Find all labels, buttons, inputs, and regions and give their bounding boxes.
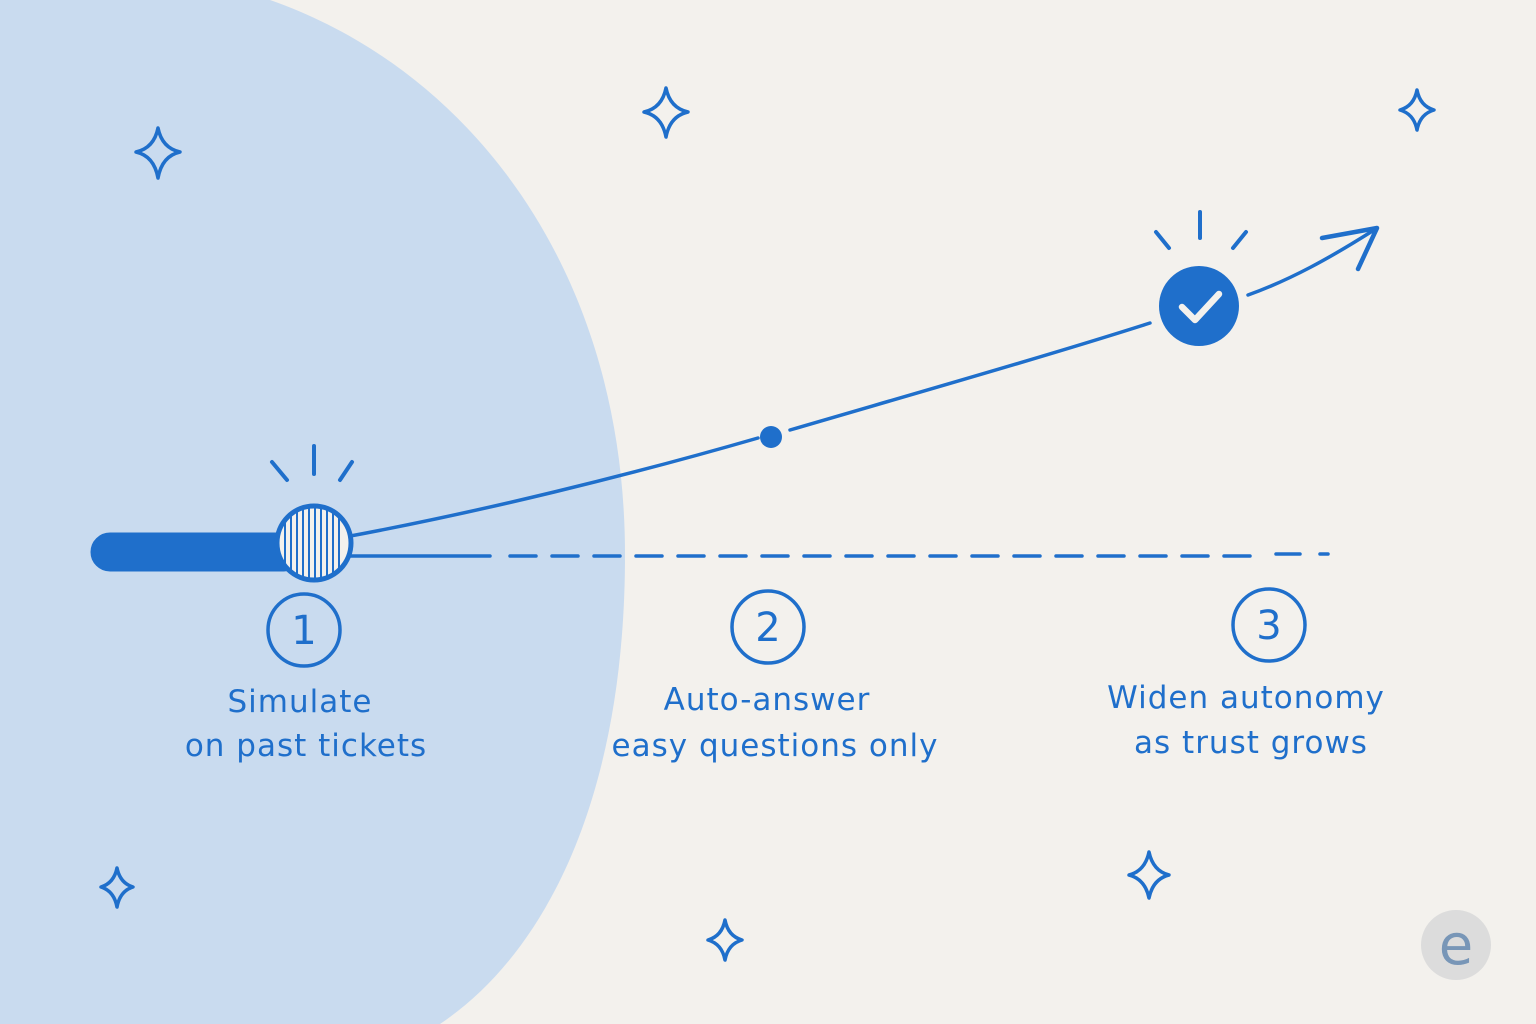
logo-letter: e [1439,913,1473,978]
step-number: 3 [1256,603,1281,649]
check-burst [1154,210,1248,250]
step-number: 1 [291,608,316,654]
sparkle-icon [1127,850,1171,900]
growth-curve [343,436,760,539]
step-number-circle [730,589,806,665]
step-2: 2 Auto-answer easy questions only [612,589,939,764]
step-number: 2 [755,605,780,651]
growth-curve-tail [1246,228,1376,297]
sparkle-icon [134,126,182,180]
growth-curve-segment [788,321,1152,432]
step-title: Widen autonomy [1107,680,1385,716]
sparkle-icon [706,918,744,962]
step-3: 3 Widen autonomy as trust grows [1107,587,1385,761]
sparkle-icon [1398,88,1436,132]
start-burst [270,444,354,482]
progress-bar-fill [90,532,304,572]
step-title: Auto-answer [664,682,871,718]
striped-circle-icon [274,503,354,583]
sparkle-icon [642,86,690,139]
arrow-head-icon [1319,225,1380,272]
sparkles [99,86,1436,962]
step-title: Simulate [228,684,373,720]
step-subtitle: on past tickets [185,728,427,764]
step-number-circle [1231,587,1307,663]
sparkle-icon [99,866,135,909]
check-circle-icon [1159,266,1239,346]
logo-badge: e [1421,910,1491,980]
dot-icon [760,426,782,448]
step-subtitle: as trust grows [1134,725,1368,761]
step-number-circle [266,592,342,668]
step-1: 1 Simulate on past tickets [185,592,427,764]
step-subtitle: easy questions only [612,728,939,764]
